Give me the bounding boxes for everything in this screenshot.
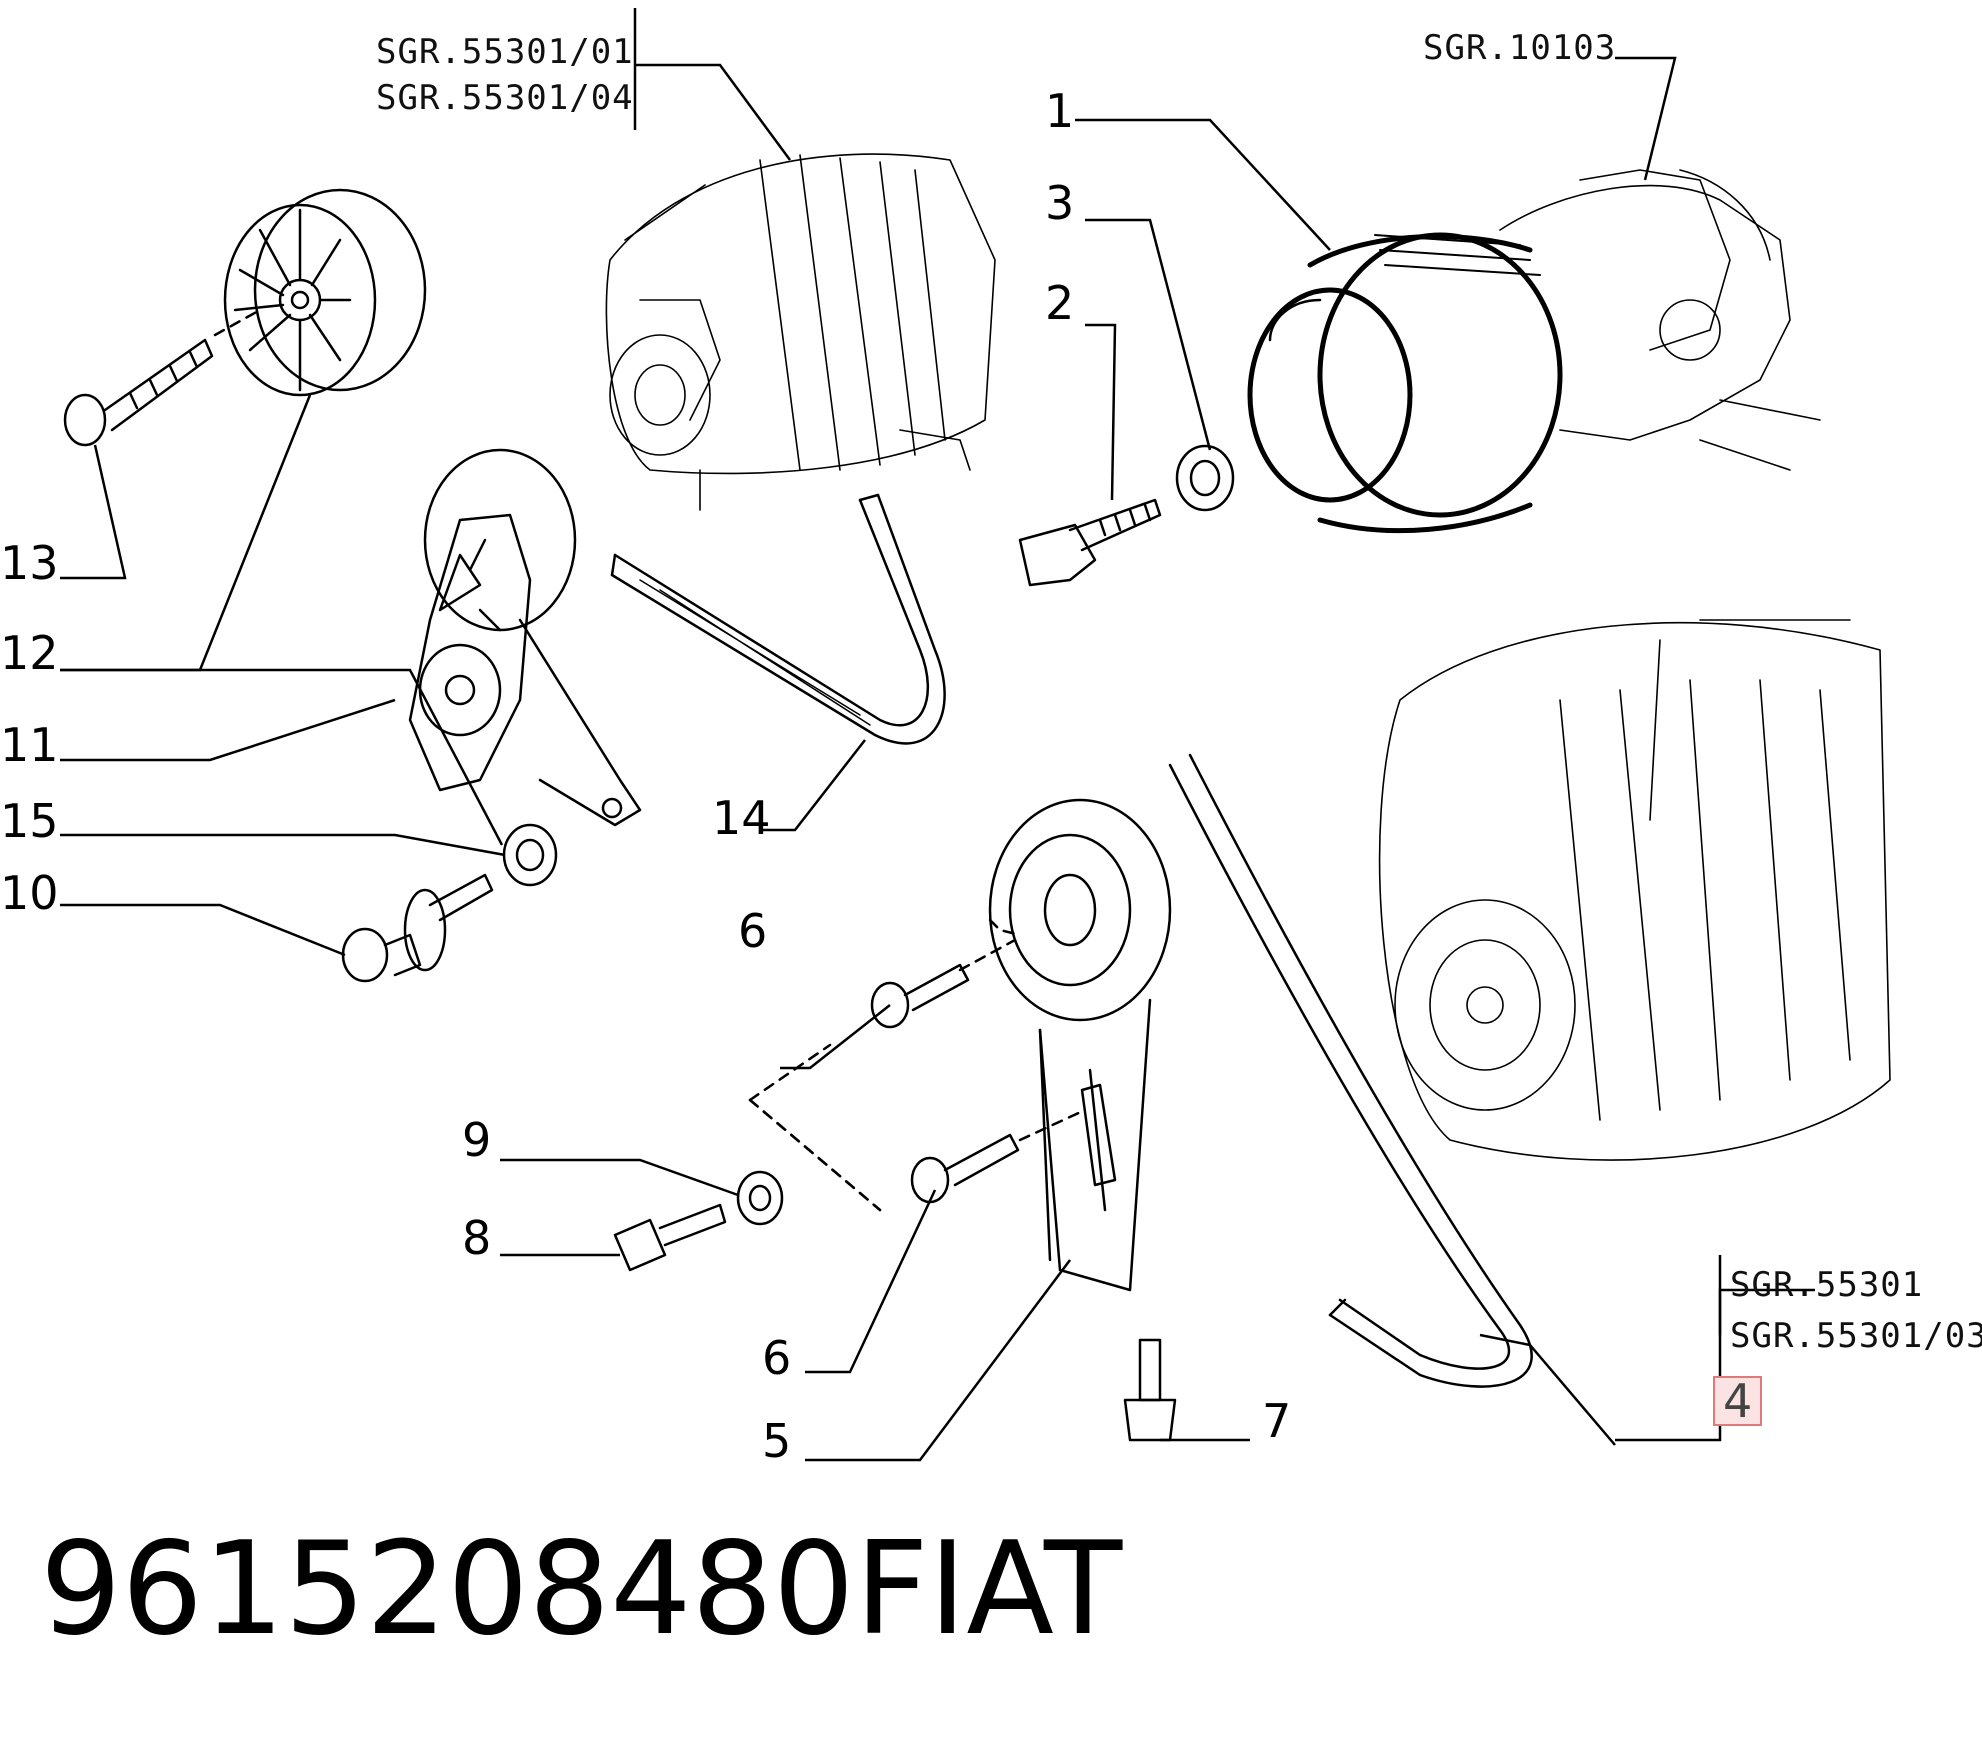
washer-15-drawing	[502, 823, 558, 887]
callout-3: 3	[1045, 176, 1075, 230]
alternator-top-drawing	[605, 153, 996, 511]
washer-9-drawing	[736, 1170, 784, 1226]
callout-10: 10	[0, 866, 59, 920]
callout-9: 9	[462, 1113, 492, 1167]
tensioner-11-drawing	[408, 448, 642, 827]
ref-top-left-2: SGR.55301/04	[376, 78, 634, 118]
callout-13: 13	[0, 536, 59, 590]
belt-14-drawing	[610, 493, 946, 745]
ref-bottom-right-2: SGR.55301/03	[1730, 1316, 1982, 1356]
belt-4-drawing	[1168, 753, 1533, 1388]
callout-1: 1	[1045, 84, 1075, 138]
part-number: 9615208480	[40, 1515, 855, 1664]
bolt-6b-drawing	[910, 1108, 1087, 1204]
callout-4-highlighted[interactable]: 4	[1713, 1376, 1763, 1426]
callout-6b: 6	[762, 1331, 792, 1385]
ref-top-left-1: SGR.55301/01	[376, 32, 634, 72]
ref-bottom-right-1: SGR.55301	[1730, 1265, 1924, 1305]
callout-15: 15	[0, 794, 59, 848]
bolt-8-drawing	[613, 1043, 882, 1272]
callout-6a: 6	[738, 904, 768, 958]
callout-8: 8	[462, 1211, 492, 1265]
bolt-10-drawing	[341, 873, 494, 983]
callout-12: 12	[0, 626, 59, 680]
crankshaft-drawing	[1499, 169, 1821, 471]
brand-name: FIAT	[855, 1515, 1123, 1664]
washer-3-drawing	[1175, 444, 1235, 512]
alternator-bottom-drawing	[1378, 619, 1891, 1161]
bolt-7-drawing	[1123, 1338, 1177, 1442]
bolt-6a-drawing	[870, 938, 1017, 1029]
callout-5: 5	[762, 1414, 792, 1468]
callout-11: 11	[0, 718, 59, 772]
ref-top-right: SGR.10103	[1423, 28, 1617, 68]
bracket-5-drawing	[988, 798, 1172, 1292]
leader-lines	[60, 8, 1815, 1462]
bolt-2-drawing	[1018, 498, 1162, 587]
callout-14: 14	[712, 791, 771, 845]
crank-pulley-drawing	[1247, 232, 1563, 534]
idler-pulley-12-drawing	[223, 188, 427, 397]
callout-2: 2	[1045, 276, 1075, 330]
callout-7: 7	[1262, 1394, 1292, 1448]
bolt-13-drawing	[63, 308, 262, 447]
